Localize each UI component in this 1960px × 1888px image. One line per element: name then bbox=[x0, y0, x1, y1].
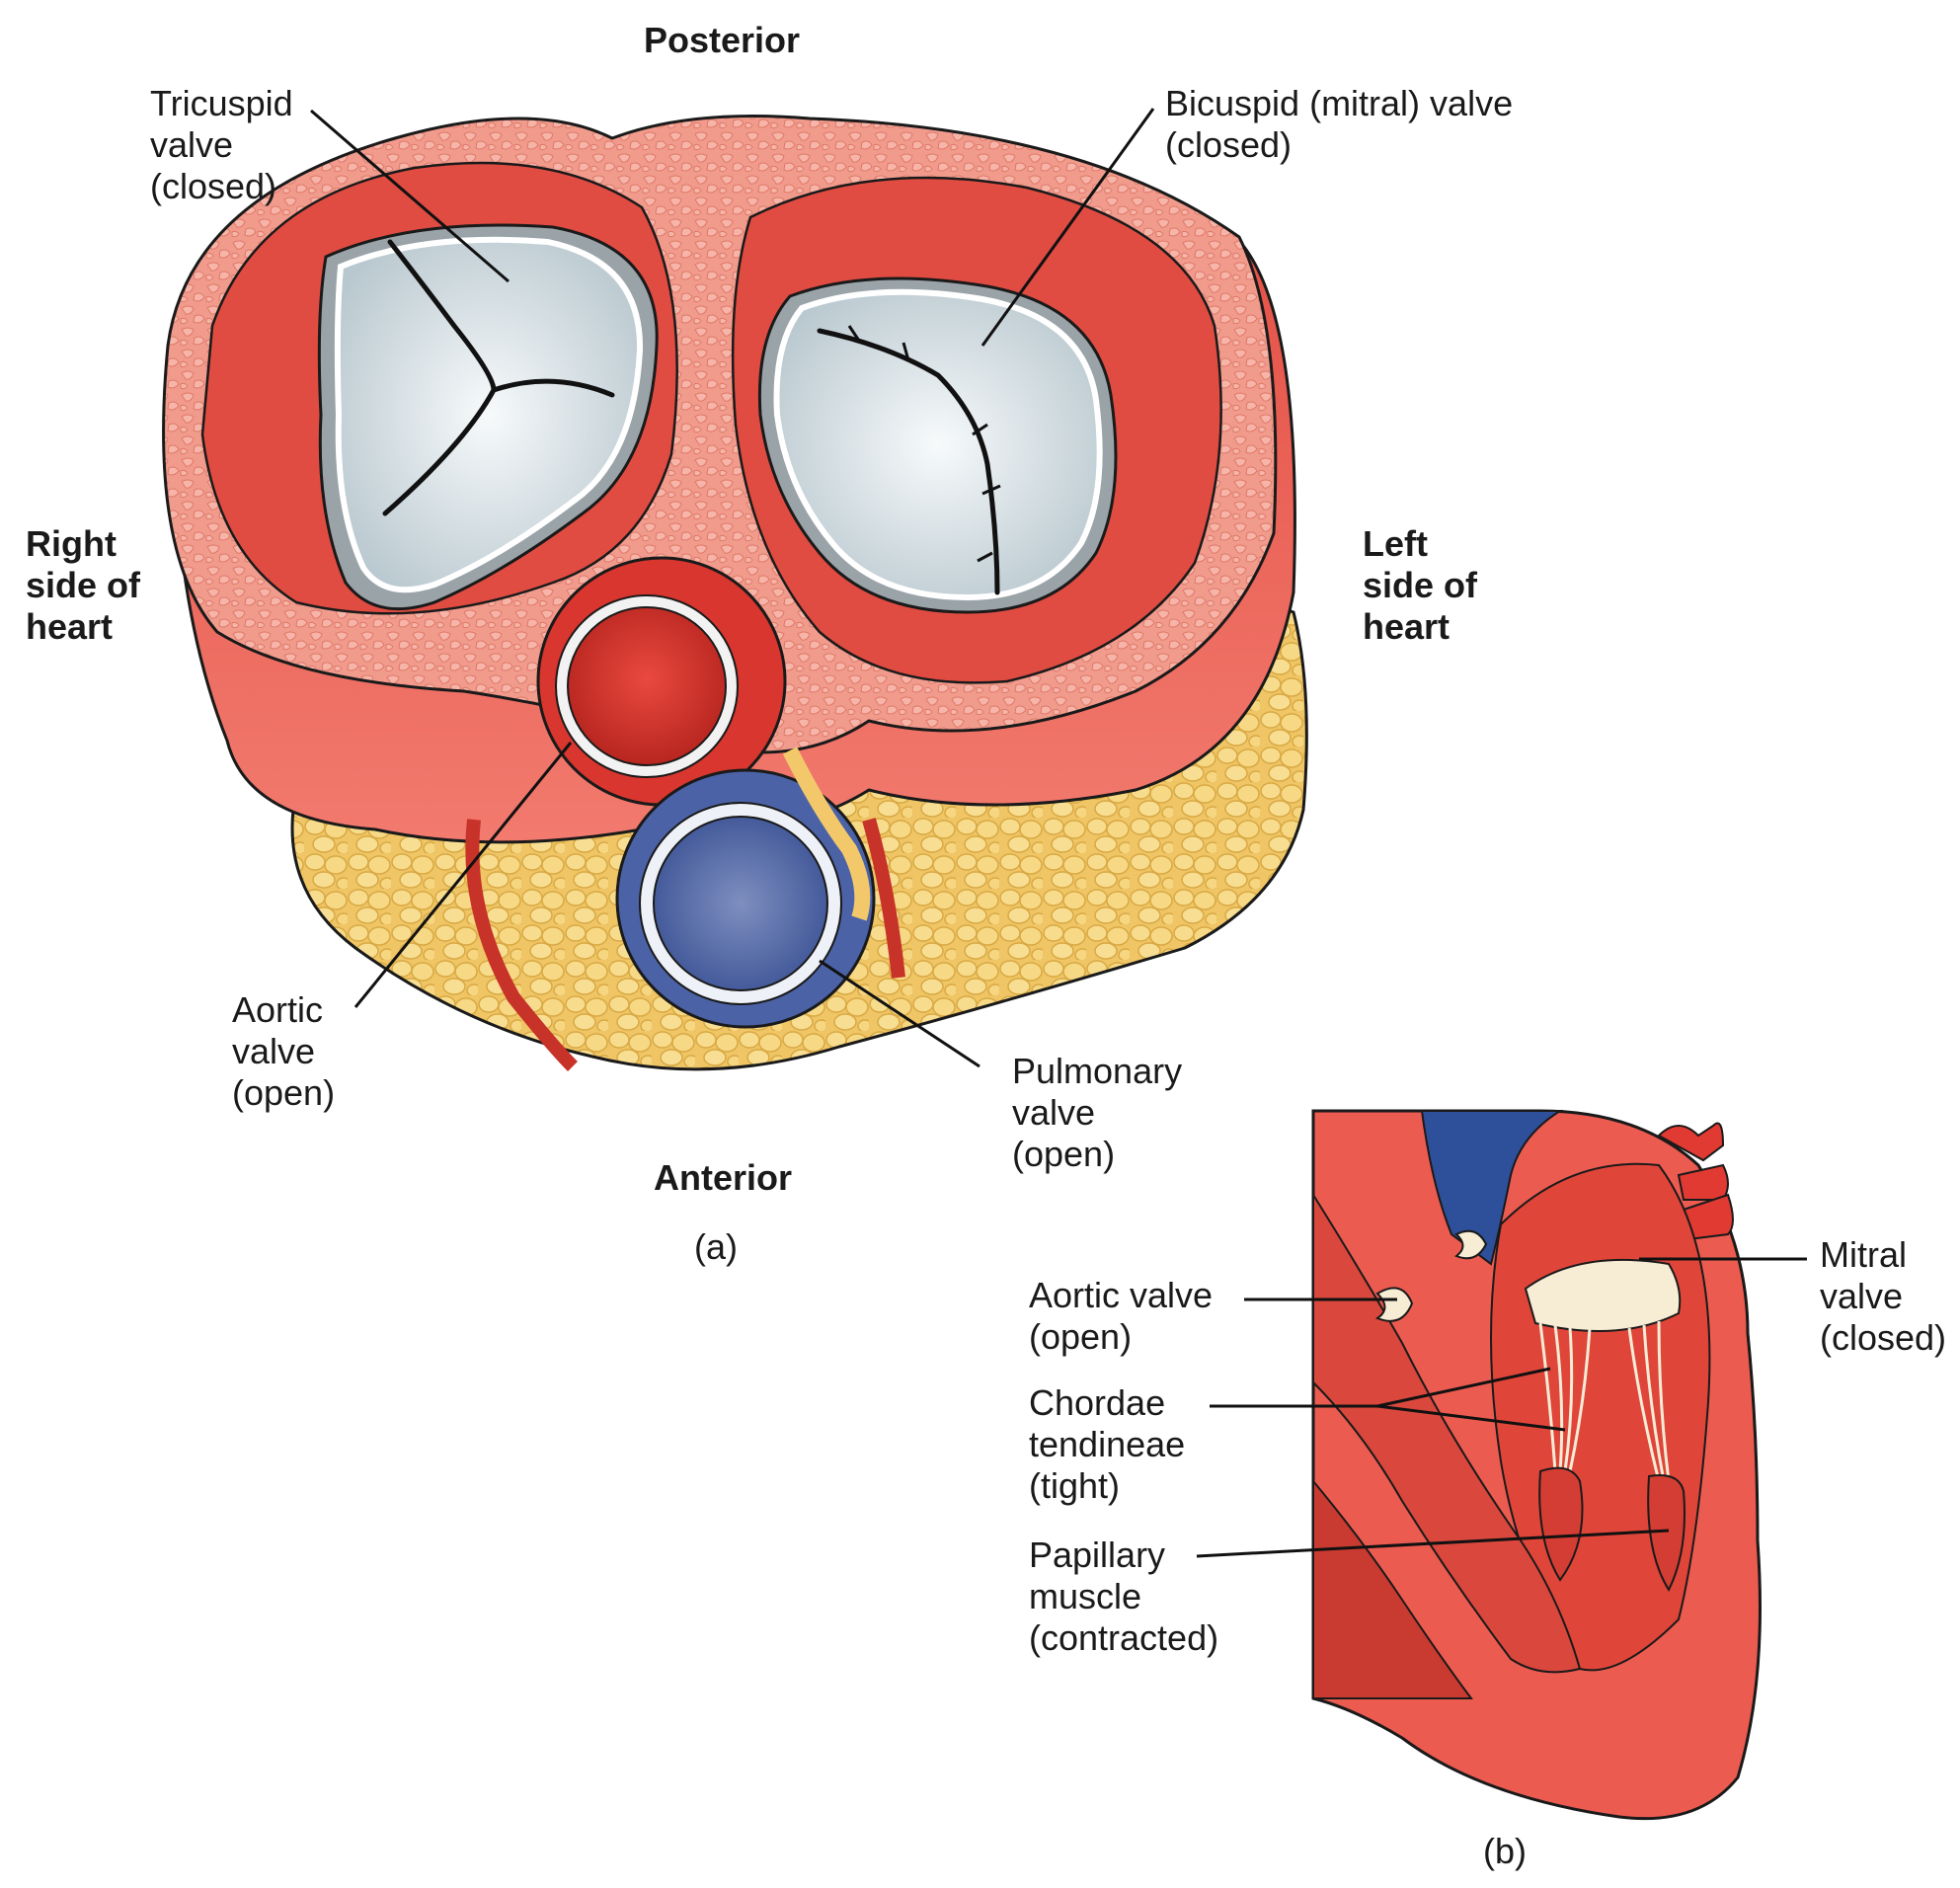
pulmonary-valve-shape bbox=[615, 768, 876, 1029]
mitral-valve-shape bbox=[1524, 1258, 1682, 1332]
leader-lines bbox=[310, 108, 1807, 1558]
right-side-label: Right side of heart bbox=[26, 523, 141, 647]
papillary-muscle-shape bbox=[1647, 1474, 1686, 1593]
chordae-label: Chordae tendineae (tight) bbox=[1029, 1382, 1186, 1506]
aortic-label: Aortic valve (open) bbox=[232, 989, 336, 1113]
panel-a-illustration bbox=[162, 115, 1308, 1071]
mitral-label: Mitral valve (closed) bbox=[1820, 1234, 1947, 1358]
pulmonary-label: Pulmonary valve (open) bbox=[1012, 1051, 1183, 1174]
aortic-valve-b-shape bbox=[1453, 1229, 1488, 1260]
leader-aortic bbox=[353, 742, 573, 1008]
papillary-label: Papillary muscle (contracted) bbox=[1029, 1534, 1219, 1658]
leader-bicuspid bbox=[980, 108, 1155, 347]
panel-b-illustration bbox=[1311, 1109, 1762, 1821]
aorta-vessel bbox=[1657, 1122, 1725, 1162]
aortic-valve-b-shape bbox=[1374, 1287, 1414, 1322]
aortic-b-label: Aortic valve (open) bbox=[1029, 1275, 1214, 1357]
tricuspid-label: Tricuspid valve (closed) bbox=[150, 83, 293, 206]
posterior-label: Posterior bbox=[644, 20, 801, 60]
coronary-artery bbox=[782, 747, 871, 921]
tricuspid-valve-shape bbox=[317, 223, 659, 611]
bicuspid-valve-shape bbox=[757, 276, 1118, 614]
chordae-tendineae-shape bbox=[1538, 1320, 1671, 1482]
leader-pulmonary bbox=[819, 959, 980, 1068]
papillary-muscle-shape bbox=[1538, 1466, 1584, 1582]
leader-papillary-b bbox=[1196, 1529, 1670, 1558]
aortic-valve-shape bbox=[536, 556, 787, 807]
coronary-artery bbox=[862, 818, 905, 979]
leader-tricuspid bbox=[310, 109, 510, 283]
pulmonary-vein bbox=[1682, 1193, 1734, 1241]
right-ventricle-trabeculae bbox=[1312, 1478, 1473, 1699]
bicuspid-label: Bicuspid (mitral) valve (closed) bbox=[1165, 83, 1514, 165]
coronary-artery bbox=[465, 819, 578, 1071]
left-side-label: Left side of heart bbox=[1363, 523, 1478, 647]
anterior-label: Anterior bbox=[654, 1157, 793, 1198]
leader-chordae-b2 bbox=[1376, 1404, 1566, 1432]
septum bbox=[1312, 1191, 1582, 1674]
caption-b: (b) bbox=[1483, 1831, 1527, 1871]
caption-a: (a) bbox=[694, 1226, 738, 1267]
